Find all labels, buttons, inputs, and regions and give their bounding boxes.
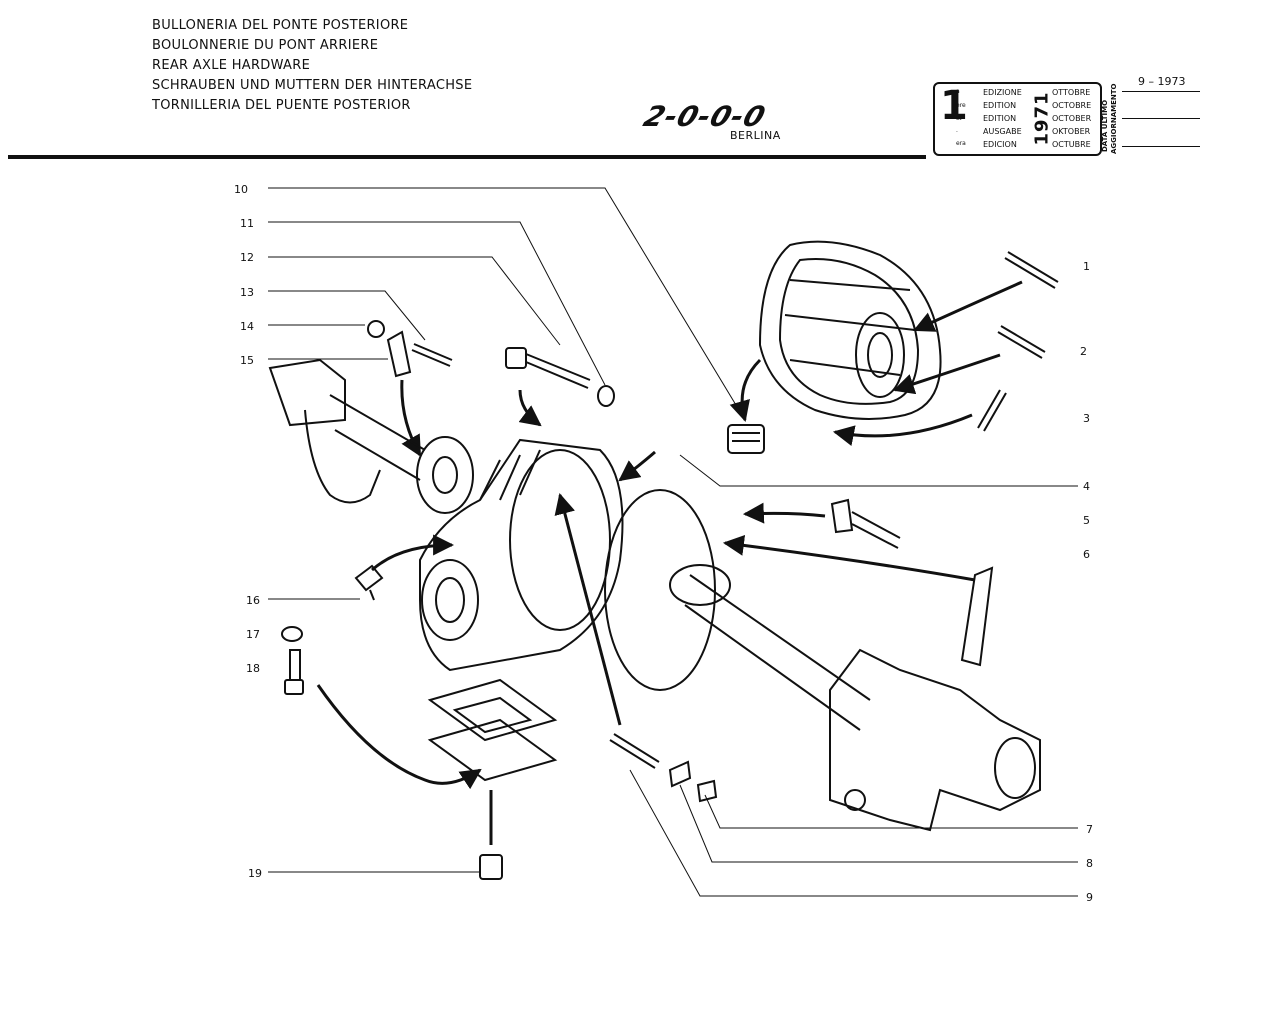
edition-word: EDITION — [983, 101, 1017, 110]
callout-number: 10 — [234, 183, 248, 196]
edition-months: OTTOBRE OCTOBRE OCTOBER OKTOBER OCTUBRE — [1052, 86, 1091, 151]
callout-number: 3 — [1083, 412, 1090, 425]
edition-month: OCTUBRE — [1052, 140, 1091, 149]
leader-lines-left — [268, 187, 746, 873]
differential-cover — [758, 240, 942, 420]
edition-sup: st — [956, 115, 962, 122]
callout-number: 15 — [240, 354, 254, 367]
edition-word: EDITION — [983, 114, 1017, 123]
edition-month: OCTOBER — [1052, 114, 1092, 123]
update-date: 9 – 1973 — [1138, 75, 1186, 88]
pinion-shaft-and-plate — [830, 498, 994, 667]
update-line — [1122, 118, 1200, 119]
edition-sup: a — [956, 88, 960, 95]
callout-number: 12 — [240, 251, 254, 264]
callout-labels-left: 10 11 12 13 14 15 16 17 18 19 — [234, 183, 262, 880]
differential-carrier — [419, 438, 624, 672]
callout-number: 19 — [248, 867, 262, 880]
edition-sup: era — [956, 140, 966, 147]
callout-number: 7 — [1086, 823, 1093, 836]
edition-box — [933, 82, 1102, 156]
title-block: BULLONERIA DEL PONTE POSTERIORE BOULONNE… — [152, 16, 472, 116]
edition-word: EDICION — [983, 140, 1017, 149]
callout-number: 14 — [240, 320, 254, 333]
edition-sup: . — [956, 127, 958, 134]
title-french: BOULONNERIE DU PONT ARRIERE — [152, 38, 379, 53]
callout-labels-right: 1 2 3 4 5 6 7 8 9 — [1080, 260, 1093, 904]
bottom-hardware — [479, 733, 718, 880]
update-line — [1122, 146, 1200, 147]
title-spanish: TORNILLERIA DEL PUENTE POSTERIOR — [152, 98, 411, 113]
update-line — [1122, 91, 1200, 92]
callout-number: 11 — [240, 217, 254, 230]
callout-number: 4 — [1083, 480, 1090, 493]
callout-number: 8 — [1086, 857, 1093, 870]
edition-sup: ere — [956, 102, 966, 109]
studs — [977, 251, 1059, 432]
model-subtitle: BERLINA — [730, 129, 781, 142]
inspection-gaskets — [427, 678, 558, 782]
edition-word: EDIZIONE — [983, 88, 1022, 97]
callout-number: 18 — [246, 662, 260, 675]
callout-number: 2 — [1080, 345, 1087, 358]
right-axle-tube — [604, 489, 1041, 832]
title-italian: BULLONERIA DEL PONTE POSTERIORE — [152, 18, 409, 33]
callout-number: 1 — [1083, 260, 1090, 273]
edition-word: AUSGABE — [983, 127, 1022, 136]
drain-plug — [727, 424, 765, 454]
edition-month: OTTOBRE — [1052, 88, 1091, 97]
callout-number: 9 — [1086, 891, 1093, 904]
title-english: REAR AXLE HARDWARE — [152, 58, 311, 73]
callout-number: 6 — [1083, 548, 1090, 561]
left-axle-tube — [268, 358, 474, 514]
callout-number: 13 — [240, 286, 254, 299]
assembly-arrows — [316, 280, 1023, 845]
edition-words: EDIZIONE EDITION EDITION AUSGABE EDICION — [983, 86, 1022, 151]
callout-number: 17 — [246, 628, 260, 641]
edition-month: OCTOBRE — [1052, 101, 1092, 110]
small-hardware — [367, 320, 615, 407]
callout-number: 5 — [1083, 514, 1090, 527]
title-german: SCHRAUBEN UND MUTTERN DER HINTERACHSE — [152, 78, 473, 93]
lower-hardware — [281, 564, 384, 695]
callout-number: 16 — [246, 594, 260, 607]
leader-lines-right — [629, 454, 1078, 897]
header-rule — [8, 155, 926, 159]
edition-month: OKTOBER — [1052, 127, 1091, 136]
